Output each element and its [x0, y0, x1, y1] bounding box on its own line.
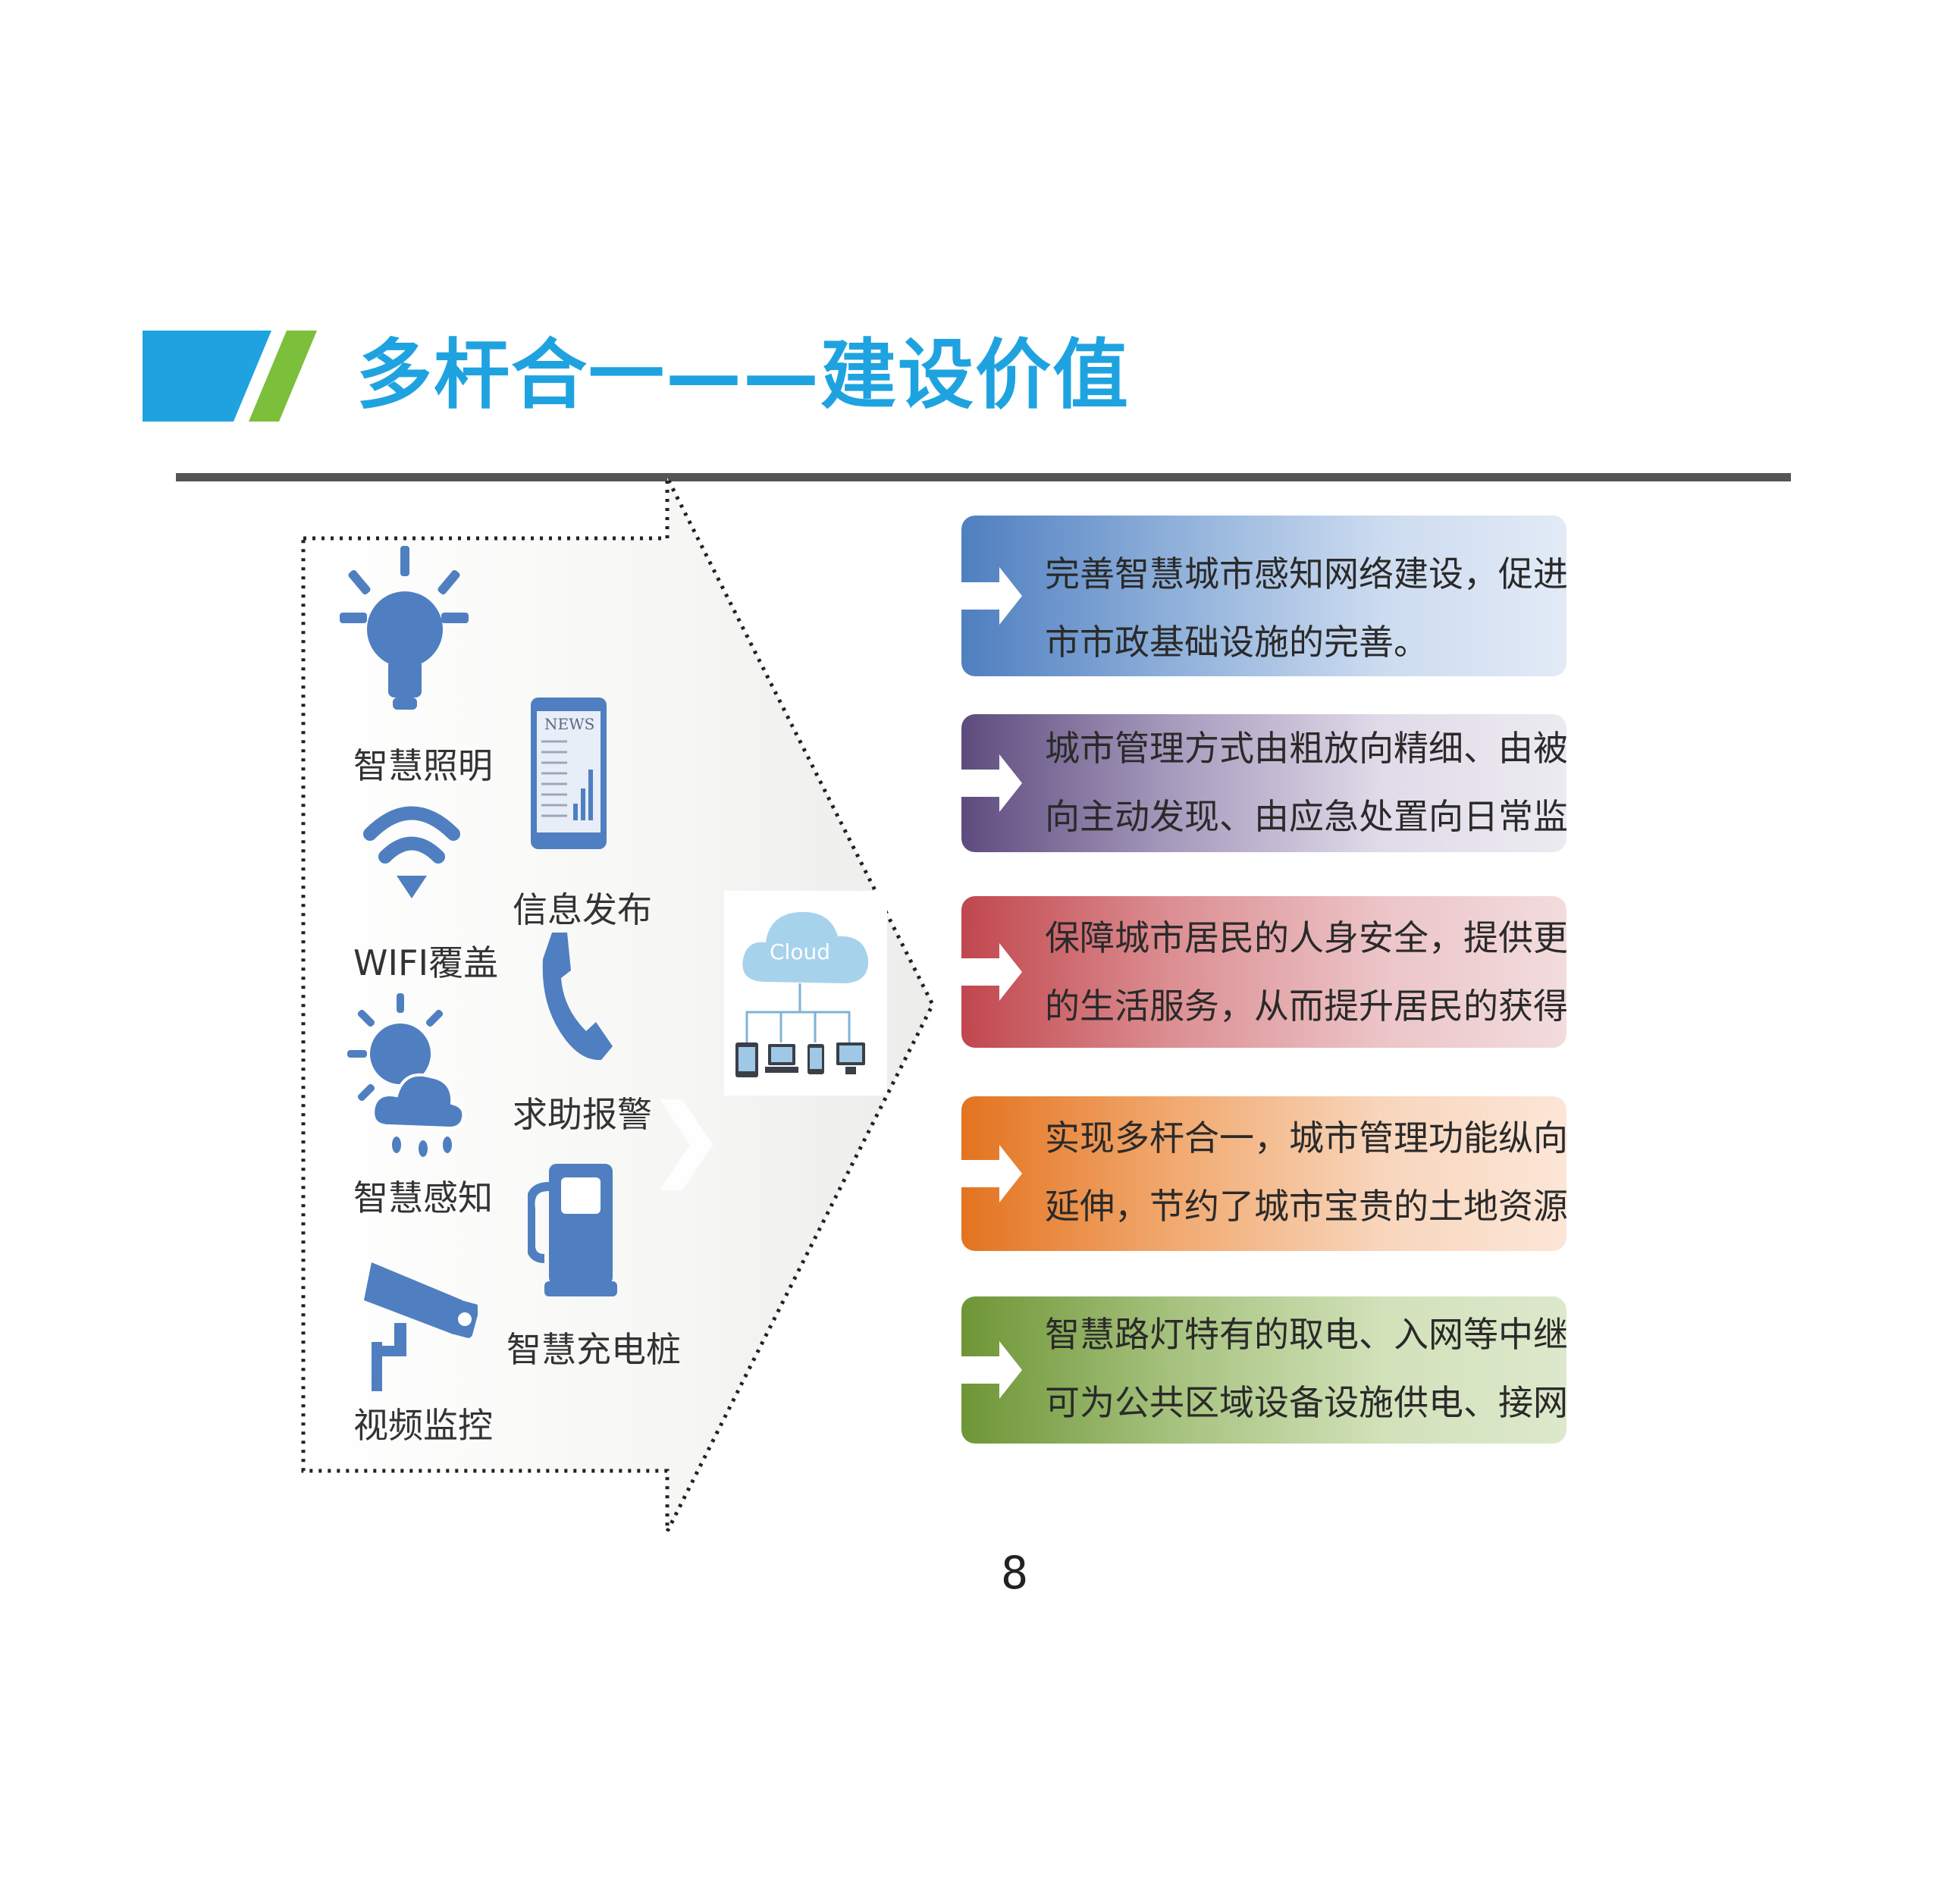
arrow-icon [961, 1341, 1022, 1399]
page-number: 8 [1001, 1547, 1029, 1600]
svg-text:NEWS: NEWS [544, 715, 594, 733]
value-box-1: 完善智慧城市感知网络建设，促进城 市市政基础设施的完善。 [961, 516, 1566, 676]
title-decoration [143, 331, 317, 422]
value-text-line1: 城市管理方式由粗放向精细、由被动处理 [1045, 728, 1566, 769]
feature-label-video: 视频监控 [353, 1405, 493, 1446]
camera-icon [364, 1262, 478, 1391]
phone-icon [542, 933, 613, 1061]
value-text-line1: 完善智慧城市感知网络建设，促进城 [1045, 553, 1566, 594]
value-text-line2: 的生活服务，从而提升居民的获得感。 [1045, 986, 1566, 1027]
value-text-line2: 延伸，节约了城市宝贵的土地资源。 [1045, 1186, 1566, 1227]
arrow-icon [961, 1145, 1022, 1202]
features-arrow-panel [301, 478, 935, 1531]
value-text-line1: 实现多杆合一，城市管理功能纵向立体化 [1045, 1118, 1566, 1158]
news-icon: NEWS [531, 698, 607, 849]
arrow-icon [961, 943, 1022, 1001]
cloud-label: Cloud [770, 939, 830, 964]
lightbulb-icon [340, 546, 469, 710]
value-box-5: 智慧路灯特有的取电、入网等中继功能， 可为公共区域设备设施供电、接网。 [961, 1296, 1566, 1444]
title-divider [176, 473, 1791, 481]
value-text-line2: 向主动发现、由应急处置向日常监管转变。 [1045, 796, 1566, 837]
feature-label-sensing: 智慧感知 [353, 1177, 493, 1218]
value-text-line1: 保障城市居民的人身安全，提供更为便利 [1045, 917, 1566, 958]
feature-label-wifi: WIFI覆盖 [353, 942, 499, 983]
page-title: 多杆合一——建设价值 [356, 331, 1130, 419]
feature-label-info: 信息发布 [513, 889, 652, 930]
value-text-line2: 可为公共区域设备设施供电、接网。 [1045, 1382, 1566, 1423]
arrow-icon [961, 567, 1022, 625]
feature-label-charging: 智慧充电桩 [506, 1329, 681, 1370]
value-box-3: 保障城市居民的人身安全，提供更为便利 的生活服务，从而提升居民的获得感。 [961, 896, 1566, 1048]
value-text-line1: 智慧路灯特有的取电、入网等中继功能， [1045, 1314, 1566, 1355]
weather-icon [347, 993, 466, 1157]
value-box-2: 城市管理方式由粗放向精细、由被动处理 向主动发现、由应急处置向日常监管转变。 [961, 714, 1566, 852]
feature-label-lighting: 智慧照明 [353, 745, 493, 786]
cloud-icon: Cloud [724, 891, 887, 1096]
arrow-icon [961, 754, 1022, 812]
value-text-line2: 市市政基础设施的完善。 [1045, 622, 1428, 663]
wifi-icon [363, 806, 460, 898]
value-box-4: 实现多杆合一，城市管理功能纵向立体化 延伸，节约了城市宝贵的土地资源。 [961, 1096, 1566, 1251]
charging-station-icon [528, 1164, 617, 1296]
feature-label-alarm: 求助报警 [513, 1094, 652, 1135]
